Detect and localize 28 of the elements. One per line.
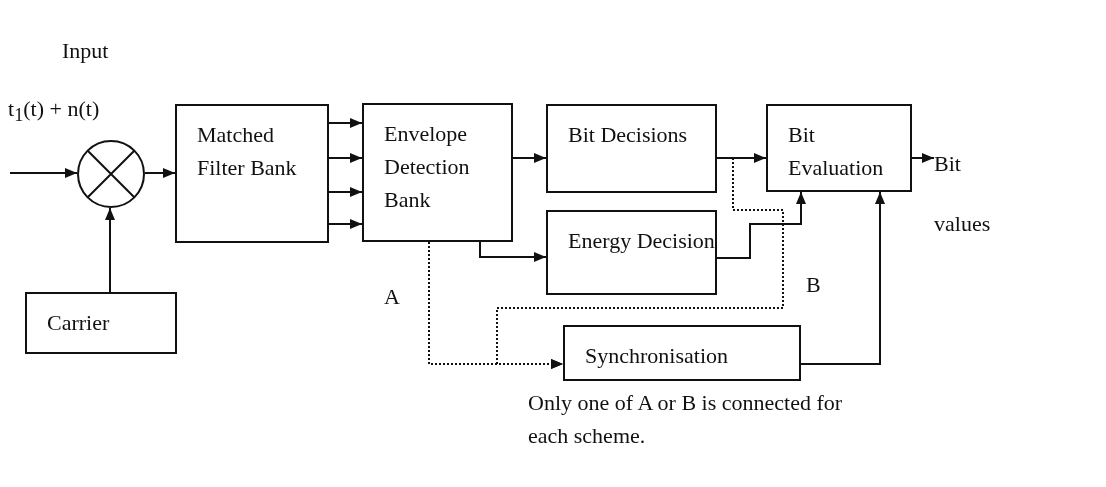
arrow xyxy=(328,219,363,229)
process-box: Bit Decisions xyxy=(546,104,717,193)
arrow xyxy=(105,207,115,293)
process-box: Carrier xyxy=(25,292,177,354)
note-text: Only one of A or B is connected for each scheme. xyxy=(528,389,844,450)
arrow xyxy=(716,153,767,163)
arrow xyxy=(328,153,363,163)
arrow xyxy=(716,191,806,259)
path-label: B xyxy=(806,271,821,299)
arrow xyxy=(800,191,885,365)
arrow xyxy=(328,118,363,128)
dotted-arrow xyxy=(496,157,784,369)
arrow xyxy=(479,241,547,262)
arrow xyxy=(9,168,78,178)
arrow xyxy=(328,187,363,197)
arrow xyxy=(911,153,935,163)
mixer-symbol xyxy=(77,140,145,208)
arrow xyxy=(512,153,547,163)
path-label: A xyxy=(384,283,400,311)
output-label: Bit values xyxy=(934,134,1006,234)
process-box: Matched Filter Bank xyxy=(175,104,329,243)
process-box: Bit Evaluation xyxy=(766,104,912,192)
process-box: Energy Decision xyxy=(546,210,717,295)
input-heading: Input xyxy=(62,37,109,65)
process-box: Synchronisation xyxy=(563,325,801,381)
arrow xyxy=(144,168,176,178)
process-box: Envelope Detection Bank xyxy=(362,103,513,242)
signal-label: t$_{1}$(t) + n(t) xyxy=(8,95,100,128)
